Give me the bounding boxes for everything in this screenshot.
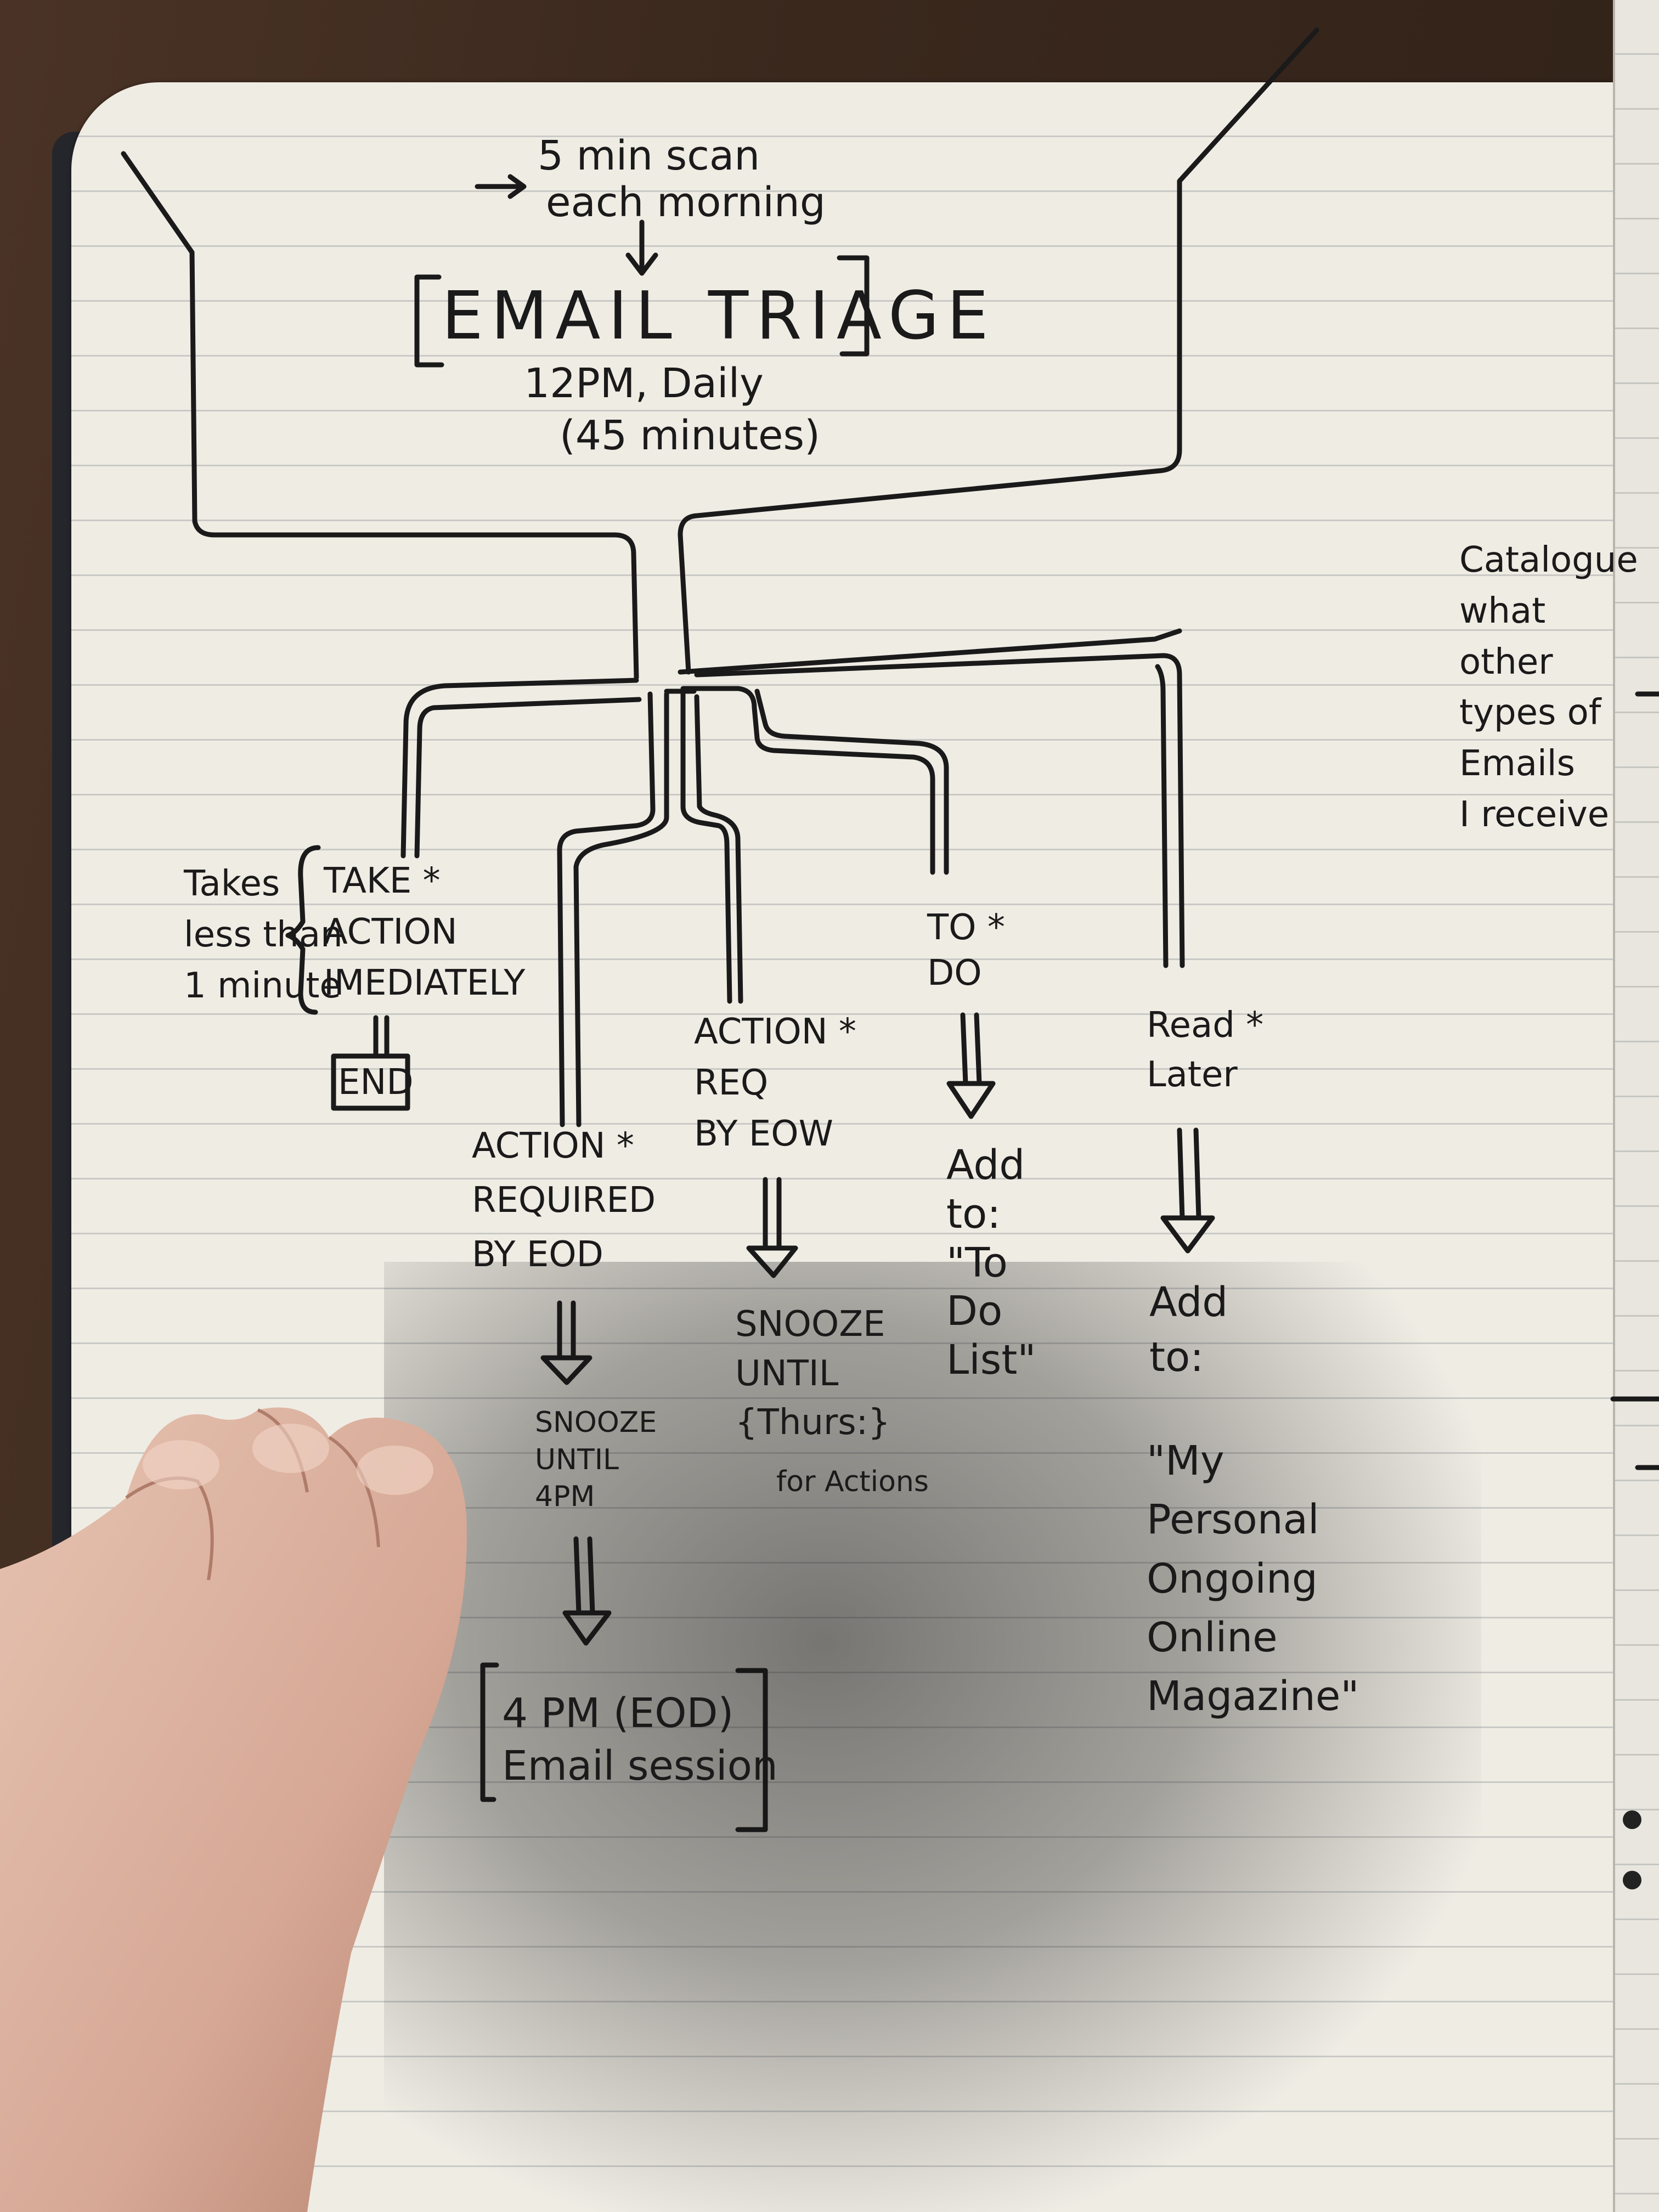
read-later-label: Read * Later (1147, 1005, 1264, 1095)
margin-note: Catalogue what other types of Emails I r… (1459, 540, 1638, 835)
branch-eod (557, 691, 656, 1127)
branch-todo (680, 686, 935, 875)
eow-arrow (746, 1177, 798, 1278)
todo-arrow (946, 1012, 996, 1119)
triage-time: 12PM, Daily (524, 360, 764, 407)
end-label: END (338, 1062, 414, 1103)
branch-read-later (694, 653, 1185, 968)
branch-take-action (400, 678, 639, 859)
bullet-dot (1623, 1810, 1641, 1829)
read-later-arrow (1160, 1127, 1215, 1254)
eow-label: ACTION * REQ BY EOW (694, 1012, 856, 1154)
next-notebook-page (1613, 0, 1659, 2212)
eow-snooze: SNOOZE UNTIL {Thurs:} (735, 1304, 890, 1443)
triage-duration: (45 minutes) (560, 412, 820, 459)
bullet-dot (1623, 1871, 1641, 1889)
branch-eow (680, 691, 732, 1004)
hand-image (0, 1407, 467, 2212)
scan-down-arrow (625, 219, 658, 276)
eow-snooze-note: for Actions (776, 1465, 929, 1498)
brace (285, 845, 321, 1015)
scan-note-line1: 5 min scan (538, 132, 760, 179)
read-later-destination: "My Personal Ongoing Online Magazine" (1147, 1437, 1359, 1720)
take-action-to-end (373, 1015, 390, 1056)
todo-label: TO * DO (927, 907, 1005, 994)
triage-title: EMAIL TRIAGE (442, 278, 996, 354)
eod-label: ACTION * REQUIRED BY EOD (472, 1126, 656, 1276)
funnel-left-wall (121, 151, 639, 680)
take-action-note: Takes less than 1 minute (184, 864, 343, 1006)
triage-left-bracket (414, 274, 444, 368)
shadow-overlay (384, 1262, 1481, 2212)
todo-add: Add to: "To Do List" (946, 1142, 1036, 1384)
eod-session: 4 PM (EOD) Email session (502, 1690, 778, 1790)
scan-note-line2: each morning (546, 179, 826, 226)
read-later-add: Add to: (1149, 1279, 1228, 1381)
triage-right-bracket (837, 255, 870, 357)
funnel-right-wall (678, 27, 1319, 675)
eod-snooze: SNOOZE UNTIL 4PM (535, 1406, 657, 1514)
scan-arrow (475, 174, 527, 199)
take-action-label: TAKE * ACTION IMEDIATELY (324, 861, 526, 1003)
end-box (331, 1053, 410, 1111)
